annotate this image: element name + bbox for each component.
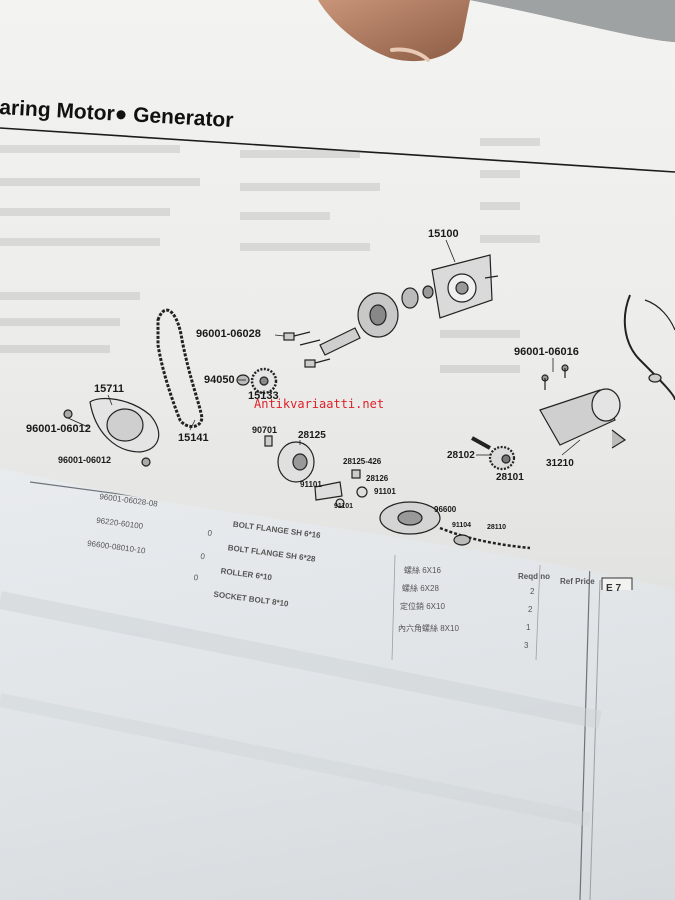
label-15100: 15100	[428, 228, 459, 240]
rotor-28125	[264, 435, 315, 483]
qty-2: 2	[528, 605, 533, 614]
label-91104: 91104	[452, 522, 472, 529]
starter-housing-15100	[299, 254, 499, 356]
label-96001-06012-b: 96001-06012	[58, 455, 112, 465]
leader-lines	[67, 239, 581, 456]
label-28125: 28125	[298, 430, 326, 441]
label-28110: 28110	[487, 524, 507, 531]
label-96001-06016: 96001-06016	[514, 346, 579, 358]
label-28125-426: 28125-426	[343, 457, 382, 466]
starter-motor-31210	[539, 364, 627, 449]
bullet-glyph: ●	[114, 102, 128, 127]
label-15133: 15133	[248, 390, 279, 402]
page-reference: E 7	[606, 583, 622, 594]
exploded-parts-diagram	[63, 239, 675, 550]
label-31210: 31210	[546, 458, 574, 469]
chain-15141	[156, 308, 204, 428]
sprocket-15133	[236, 367, 278, 395]
watermark: Antikvariaatti.net	[254, 397, 385, 411]
qty-1: 2	[530, 587, 535, 596]
qty-3: 1	[526, 623, 531, 632]
label-15141: 15141	[178, 432, 209, 444]
label-91101-a: 91101	[300, 480, 322, 489]
col-reqd: Reqd no	[518, 572, 550, 581]
gear-28101	[471, 436, 516, 471]
flywheel-28110	[379, 501, 531, 550]
label-96600: 96600	[434, 505, 457, 514]
label-91101-b: 91101	[374, 487, 396, 496]
local-name-3: 定位銷 6X10	[400, 602, 445, 611]
label-96001-06012-a: 96001-06012	[26, 423, 91, 435]
cable-right	[623, 294, 675, 401]
label-90701: 90701	[252, 425, 278, 435]
title-part-2: Generator	[132, 103, 235, 133]
label-91101-c: 91101	[334, 503, 354, 510]
plate-15711	[63, 397, 160, 467]
small-parts-cluster	[314, 469, 368, 508]
label-28101: 28101	[496, 472, 524, 483]
local-name-4: 內六角螺絲 8X10	[398, 624, 459, 633]
col-price: Ref Price	[560, 577, 595, 586]
local-name-2: 螺絲 6X28	[402, 584, 439, 593]
qty-4: 3	[524, 641, 529, 650]
top-catalog-page	[0, 0, 675, 590]
label-28102: 28102	[447, 450, 475, 461]
label-15711: 15711	[94, 383, 124, 395]
local-name-1: 螺絲 6X16	[404, 566, 441, 575]
label-94050: 94050	[204, 374, 235, 386]
bolt-96001-06028	[283, 331, 331, 368]
label-96001-06028: 96001-06028	[196, 328, 261, 340]
label-28126: 28126	[366, 474, 389, 483]
